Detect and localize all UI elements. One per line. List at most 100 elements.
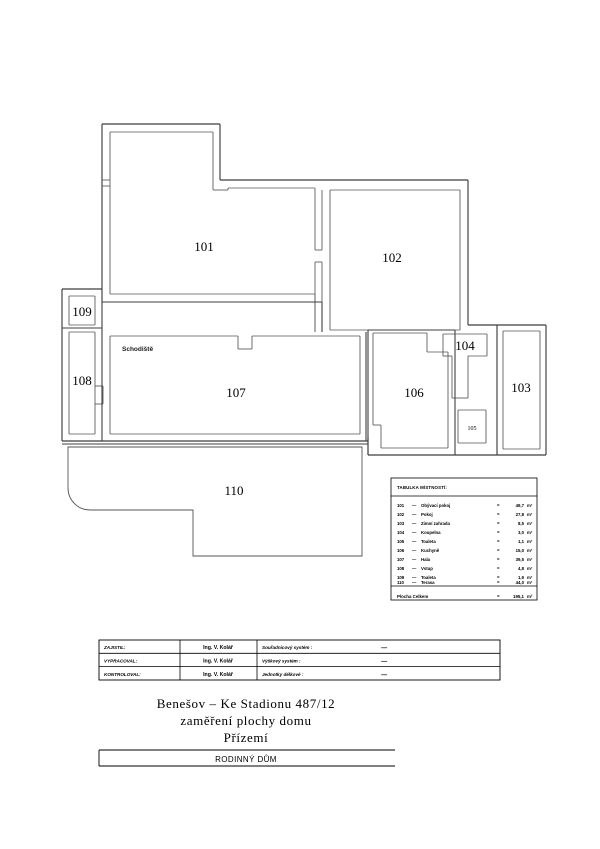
row-equals: =	[497, 557, 500, 562]
row-code: 101	[397, 503, 405, 508]
row-dash: —	[412, 521, 417, 526]
room-label-108: 108	[72, 373, 92, 388]
floor-plan: 101 102 103 104 105 106 107 108 109 110 …	[61, 123, 547, 557]
title-block-right-label: Výškový systém :	[262, 659, 301, 664]
row-name: Hala	[421, 557, 431, 562]
room-label-105: 105	[468, 426, 477, 432]
schedule-border	[390, 477, 538, 601]
row-dash: —	[412, 580, 417, 585]
row-dash: —	[412, 548, 417, 553]
title-block-right-label: Jednotky délkové :	[262, 672, 304, 677]
row-name: Toaleta	[421, 539, 436, 544]
row-equals: =	[497, 539, 500, 544]
schedule-row: 103 — Zimní zahrada = 8,5 m²	[397, 521, 533, 526]
row-area: 49,7	[516, 503, 525, 508]
title-block-right-label: Souřadnicový systém :	[262, 645, 313, 650]
total-equals: =	[497, 594, 500, 599]
row-area: 4,8	[518, 566, 525, 571]
row-dash: —	[412, 575, 417, 580]
schedule-row: 110 — Terasa = 44,0 m²	[397, 580, 533, 585]
row-code: 109	[397, 575, 405, 580]
row-equals: =	[497, 580, 500, 585]
row-area: 15,0	[516, 548, 525, 553]
row-unit: m²	[527, 557, 533, 562]
room-label-101: 101	[194, 239, 214, 254]
row-area: 44,0	[516, 580, 525, 585]
room-label-107: 107	[226, 385, 246, 400]
drawing-title-line-1: Benešov – Ke Stadionu 487/12	[157, 696, 336, 711]
rooms-109-108	[62, 295, 104, 435]
title-block-right-value: -----	[381, 645, 388, 651]
title-block-frame	[98, 639, 501, 681]
row-dash: —	[412, 530, 417, 535]
row-name: Terasa	[421, 580, 435, 585]
row-name: Toaleta	[421, 575, 436, 580]
room-103-outline	[502, 330, 541, 450]
row-unit: m²	[527, 566, 533, 571]
room-label-104: 104	[455, 338, 475, 353]
plan-walls-outer	[61, 123, 547, 456]
row-unit: m²	[527, 580, 533, 585]
title-block-value: Ing. V. Kolář	[203, 672, 234, 678]
row-code: 104	[397, 530, 405, 535]
row-dash: —	[412, 557, 417, 562]
title-block-right-value: -----	[381, 659, 388, 665]
row-area: 8,5	[518, 521, 525, 526]
room-label-106: 106	[404, 385, 424, 400]
drawing-title-line-2: zaměření plochy domu	[180, 713, 311, 728]
row-equals: =	[497, 503, 500, 508]
row-unit: m²	[527, 548, 533, 553]
row-area: 27,8	[516, 512, 525, 517]
total-area: 195,1	[513, 594, 525, 599]
row-unit: m²	[527, 503, 533, 508]
room-label-109: 109	[72, 304, 92, 319]
room-110-outline	[67, 446, 363, 557]
schedule-row: 109 — Toaleta = 1,9 m²	[397, 575, 533, 580]
row-name: Zimní zahrada	[421, 521, 451, 526]
room-106-outline	[372, 332, 449, 449]
wall-106-outer	[367, 329, 456, 455]
schedule-row: 104 — Koupelna = 3,0 m²	[397, 530, 533, 535]
room-label-103: 103	[511, 380, 531, 395]
schedule-row: 106 — Kuchyně = 15,0 m²	[397, 548, 533, 553]
title-block-value: Ing. V. Kolář	[203, 645, 234, 651]
row-area: 3,0	[518, 530, 525, 535]
row-code: 105	[397, 539, 405, 544]
room-label-110: 110	[224, 483, 243, 498]
row-equals: =	[497, 512, 500, 517]
schedule-row: 105 — Toaleta = 1,1 m²	[397, 539, 533, 544]
row-unit: m²	[527, 530, 533, 535]
row-code: 107	[397, 557, 405, 562]
row-name: Pokoj	[421, 512, 433, 517]
drawing-subtitle: RODINNÝ DŮM	[215, 755, 277, 764]
schedule-row: 102 — Pokoj = 27,8 m²	[397, 512, 533, 517]
schedule-row: 107 — Hala = 39,5 m²	[397, 557, 533, 562]
row-equals: =	[497, 530, 500, 535]
title-block-label: VYPRACOVAL:	[104, 659, 138, 664]
row-area: 1,9	[518, 575, 525, 580]
row-dash: —	[412, 539, 417, 544]
schedule-header: TABULKA MÍSTNOSTÍ:	[397, 485, 447, 490]
drawing-title-line-3: Přízemí	[224, 730, 269, 745]
schedule-total-row: Plocha Celkem = 195,1 m²	[397, 594, 533, 599]
row-unit: m²	[527, 521, 533, 526]
row-code: 106	[397, 548, 405, 553]
total-unit: m²	[527, 594, 533, 599]
row-unit: m²	[527, 512, 533, 517]
row-code: 108	[397, 566, 405, 571]
schedule-row: 108 — Vstup = 4,8 m²	[397, 566, 533, 571]
title-block-right-value: -----	[381, 672, 388, 678]
title-block-label: ZAJISTIL:	[103, 645, 126, 650]
row-unit: m²	[527, 575, 533, 580]
row-equals: =	[497, 548, 500, 553]
row-code: 110	[397, 580, 405, 585]
row-area: 1,1	[518, 539, 525, 544]
row-equals: =	[497, 521, 500, 526]
room-107-outline	[109, 335, 361, 435]
row-equals: =	[497, 575, 500, 580]
row-equals: =	[497, 566, 500, 571]
row-dash: —	[412, 512, 417, 517]
row-dash: —	[412, 503, 417, 508]
row-dash: —	[412, 566, 417, 571]
